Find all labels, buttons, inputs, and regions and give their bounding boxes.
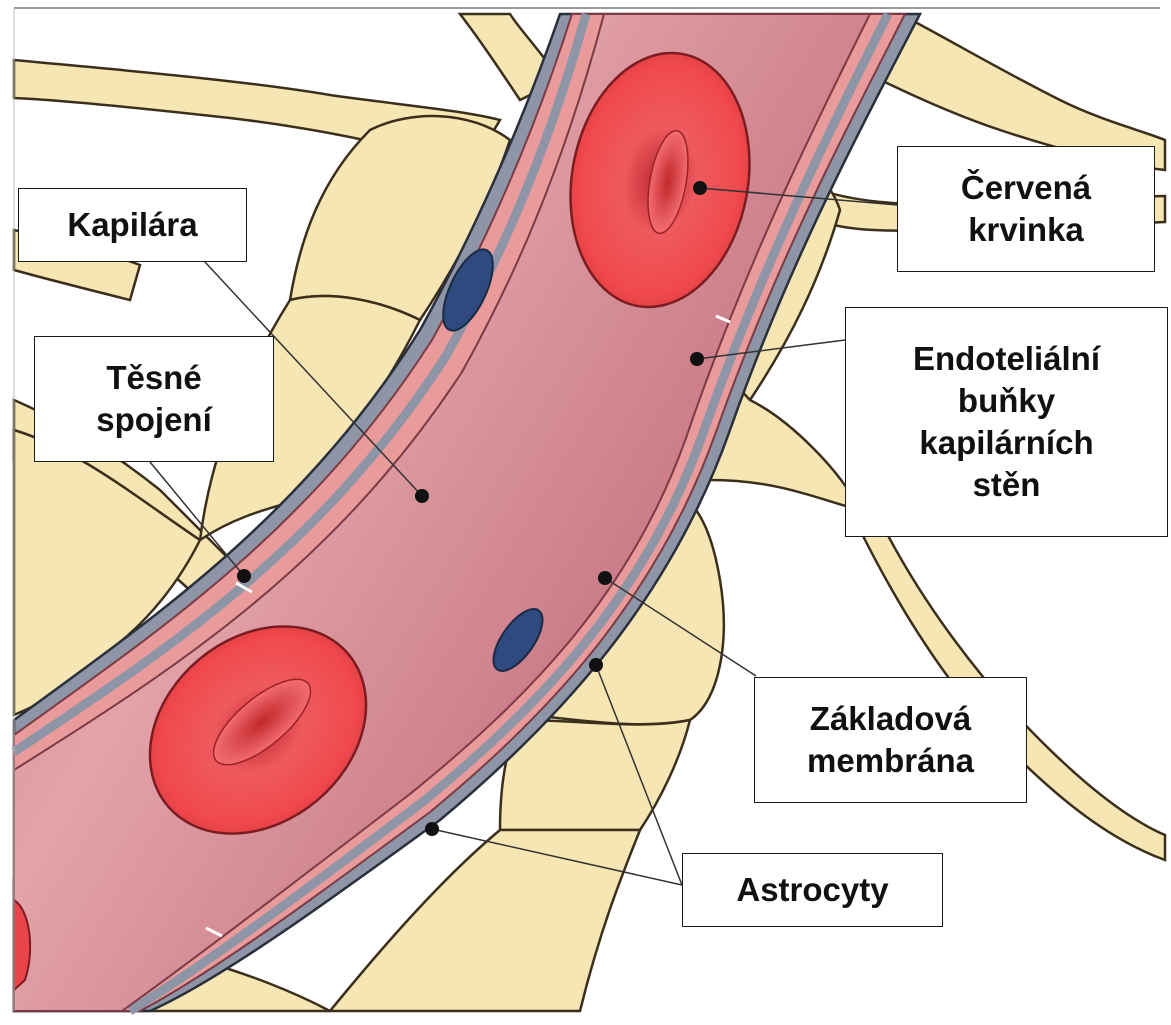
label-tesne-spojeni-line-1: Těsné — [106, 357, 201, 399]
label-endotelialni-bunky: Endoteliální buňky kapilárních stěn — [845, 307, 1168, 537]
label-endotelialni-line-4: stěn — [973, 464, 1041, 506]
label-cervena-krvinka: Červená krvinka — [897, 146, 1155, 272]
label-tesne-spojeni: Těsné spojení — [34, 336, 274, 462]
label-endotelialni-line-1: Endoteliální — [913, 338, 1100, 380]
label-astrocyty: Astrocyty — [682, 853, 943, 927]
label-zakladova-membrana-line-2: membrána — [807, 740, 974, 782]
label-cervena-krvinka-line-2: krvinka — [968, 209, 1084, 251]
label-endotelialni-line-3: kapilárních — [919, 422, 1093, 464]
label-zakladova-membrana-line-1: Základová — [810, 698, 971, 740]
label-kapilara-line: Kapilára — [67, 204, 197, 246]
label-endotelialni-line-2: buňky — [958, 380, 1055, 422]
label-cervena-krvinka-line-1: Červená — [961, 167, 1091, 209]
label-kapilara: Kapilára — [18, 188, 247, 262]
label-astrocyty-line: Astrocyty — [736, 869, 888, 911]
label-zakladova-membrana: Základová membrána — [754, 677, 1027, 803]
label-tesne-spojeni-line-2: spojení — [96, 399, 212, 441]
